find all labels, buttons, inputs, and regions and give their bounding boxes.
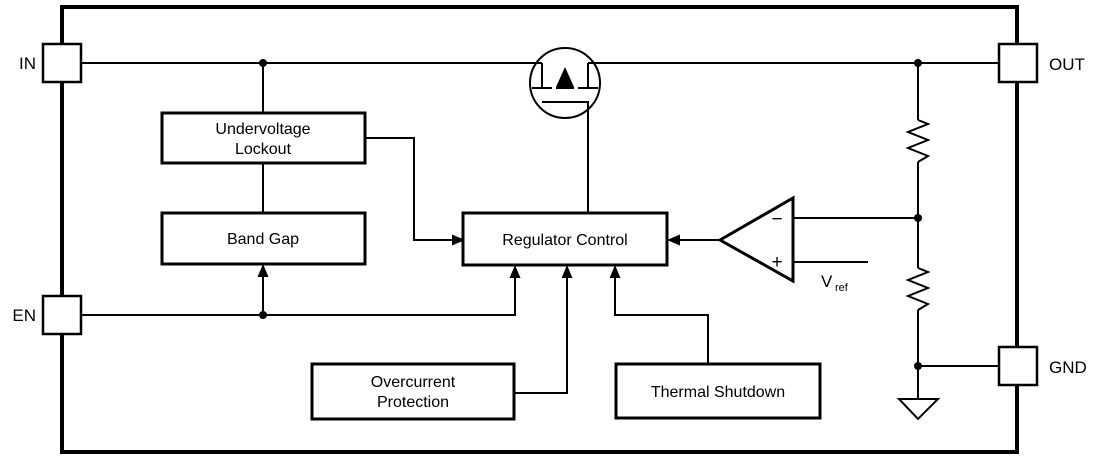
arrowhead-uvlo-into-regulator (452, 234, 465, 246)
regulator-control-label: Regulator Control (502, 232, 627, 249)
junction-dot-en-line (259, 311, 267, 319)
chip-outline (60, 5, 1019, 454)
uvlo-label-line1: Undervoltage (215, 121, 310, 138)
pmos-pass-transistor (532, 63, 598, 103)
bandgap-block: Band Gap (160, 211, 367, 266)
wire-uvlo-to-regulator (365, 137, 455, 241)
thermal-shutdown-label: Thermal Shutdown (651, 384, 785, 401)
vref-label-subscript: ref (835, 282, 849, 294)
regulator-control-block: Regulator Control (461, 211, 669, 267)
wire-thermal-to-regulator (614, 274, 709, 364)
feedback-resistor-top (905, 119, 931, 163)
regulator-control-box (461, 211, 669, 267)
pin-in: IN (19, 42, 83, 84)
junction-dot-gnd (914, 362, 922, 370)
wires (80, 62, 999, 399)
overcurrent-label-line2: Protection (377, 394, 449, 411)
error-amplifier-triangle (716, 195, 795, 284)
pin-en: EN (12, 294, 83, 336)
error-amplifier: − + V ref (716, 195, 849, 294)
junction-dots (259, 59, 922, 370)
bandgap-label: Band Gap (227, 231, 299, 248)
arrowheads (257, 234, 680, 278)
wire-ocp-to-regulator (514, 274, 568, 394)
uvlo-box (160, 111, 367, 165)
uvlo-block: Undervoltage Lockout (160, 111, 367, 165)
pin-gnd: GND (997, 345, 1087, 387)
feedback-resistor-bottom (905, 267, 931, 311)
junction-dot-out-rail (914, 59, 922, 67)
pin-in-pad (41, 42, 83, 84)
pin-out-label: OUT (1049, 55, 1085, 74)
junction-dot-in-rail (259, 59, 267, 67)
uvlo-label-line2: Lockout (235, 141, 292, 158)
pin-in-label: IN (19, 54, 36, 73)
pin-gnd-label: GND (1049, 358, 1087, 377)
pin-en-pad (41, 294, 83, 336)
arrowhead-amp-into-regulator (667, 234, 680, 246)
wire-en-to-regulator (81, 274, 516, 316)
ground-symbol (896, 398, 941, 421)
junction-dot-feedback (914, 214, 922, 222)
amp-noninverting-sign: + (771, 252, 782, 273)
overcurrent-protection-box (310, 362, 516, 421)
overcurrent-protection-block: Overcurrent Protection (310, 362, 516, 421)
pin-out-pad (997, 42, 1039, 84)
overcurrent-label-line1: Overcurrent (371, 374, 456, 391)
thermal-shutdown-block: Thermal Shutdown (614, 362, 822, 420)
amp-inverting-sign: − (771, 209, 782, 230)
transistor-body-arrow (556, 67, 574, 87)
arrowhead-ocp-into-regulator (561, 265, 573, 278)
thermal-shutdown-box (614, 362, 822, 420)
pin-out: OUT (997, 42, 1085, 84)
pin-en-label: EN (12, 306, 36, 325)
vref-label: V (821, 272, 833, 291)
bandgap-box (160, 211, 367, 266)
arrowhead-into-bandgap (257, 264, 269, 277)
arrowhead-thermal-into-regulator (609, 265, 621, 278)
pin-gnd-pad (997, 345, 1039, 387)
arrowhead-en-into-regulator (509, 265, 521, 278)
